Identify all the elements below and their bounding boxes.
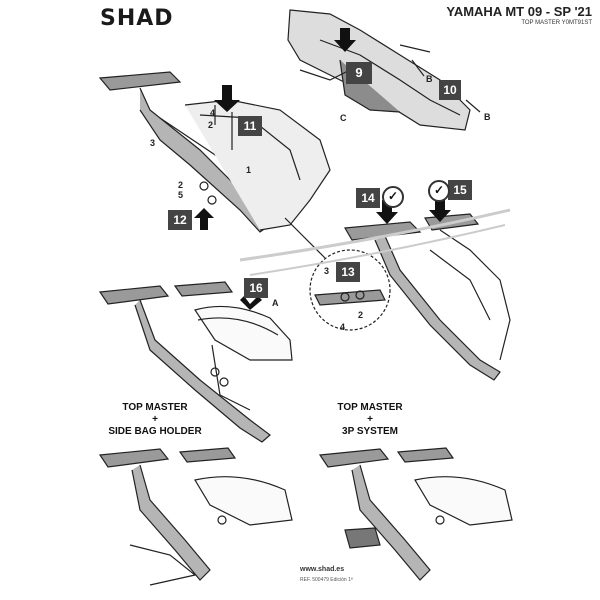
label-2-detail: 2 (358, 310, 364, 320)
label-b-2: B (484, 112, 491, 122)
step-15: 15 (448, 180, 472, 200)
rack-assembly-illustration (98, 71, 331, 233)
combo-right-line2: 3P SYSTEM (342, 426, 398, 437)
step-14: 14 (356, 188, 380, 208)
combo-left-plus: + (152, 414, 158, 425)
step-11: 11 (238, 116, 262, 136)
product-ref: TOP MASTER Y0MT91ST (521, 20, 592, 26)
step-16: 16 (244, 278, 268, 298)
model-title: YAMAHA MT 09 - SP '21 (446, 4, 592, 19)
check-icon-15: ✓ (428, 180, 450, 202)
step-9: 9 (346, 62, 372, 84)
step-13: 13 (336, 262, 360, 282)
edition-ref: REF. 500479 Edición 1ª (300, 577, 353, 583)
label-3-detail: 3 (324, 266, 330, 276)
check-icon-14: ✓ (382, 186, 404, 208)
tail-underside-illustration (287, 9, 481, 131)
arrow-down-9 (334, 28, 356, 52)
label-3-rack: 3 (150, 138, 156, 148)
side-bag-combo-illustration (98, 447, 293, 586)
brand-logo: SHAD (100, 6, 174, 31)
label-2-top: 2 (208, 120, 214, 130)
combo-right-line1: TOP MASTER (337, 402, 403, 413)
arrow-up-12 (194, 208, 214, 230)
arrow-16 (240, 296, 262, 310)
arrow-down-11 (214, 85, 240, 112)
step-12: 12 (168, 210, 192, 230)
detail-zoom (284, 217, 391, 331)
label-c: C (340, 113, 347, 123)
label-4-detail: 4 (340, 322, 346, 332)
combo-left-line2: SIDE BAG HOLDER (108, 426, 202, 437)
combo-right-plus: + (367, 414, 373, 425)
step-10: 10 (439, 80, 461, 100)
label-4-top: 4 (210, 108, 216, 118)
watermark-swoosh (239, 208, 511, 276)
label-1: 1 (246, 165, 252, 175)
label-5: 5 (178, 190, 184, 200)
arrow-down-15 (429, 198, 451, 222)
label-b-1: B (426, 74, 433, 84)
3p-combo-illustration (318, 447, 513, 581)
label-a: A (272, 298, 279, 308)
combo-side-bag-caption: TOP MASTER + SIDE BAG HOLDER (100, 402, 210, 438)
label-2-bottom: 2 (178, 180, 184, 190)
combo-left-line1: TOP MASTER (122, 402, 188, 413)
combo-3p-caption: TOP MASTER + 3P SYSTEM (325, 402, 415, 438)
website-link[interactable]: www.shad.es (300, 566, 345, 573)
arrow-down-14 (376, 200, 398, 224)
seat-rack-illustration (98, 281, 293, 443)
